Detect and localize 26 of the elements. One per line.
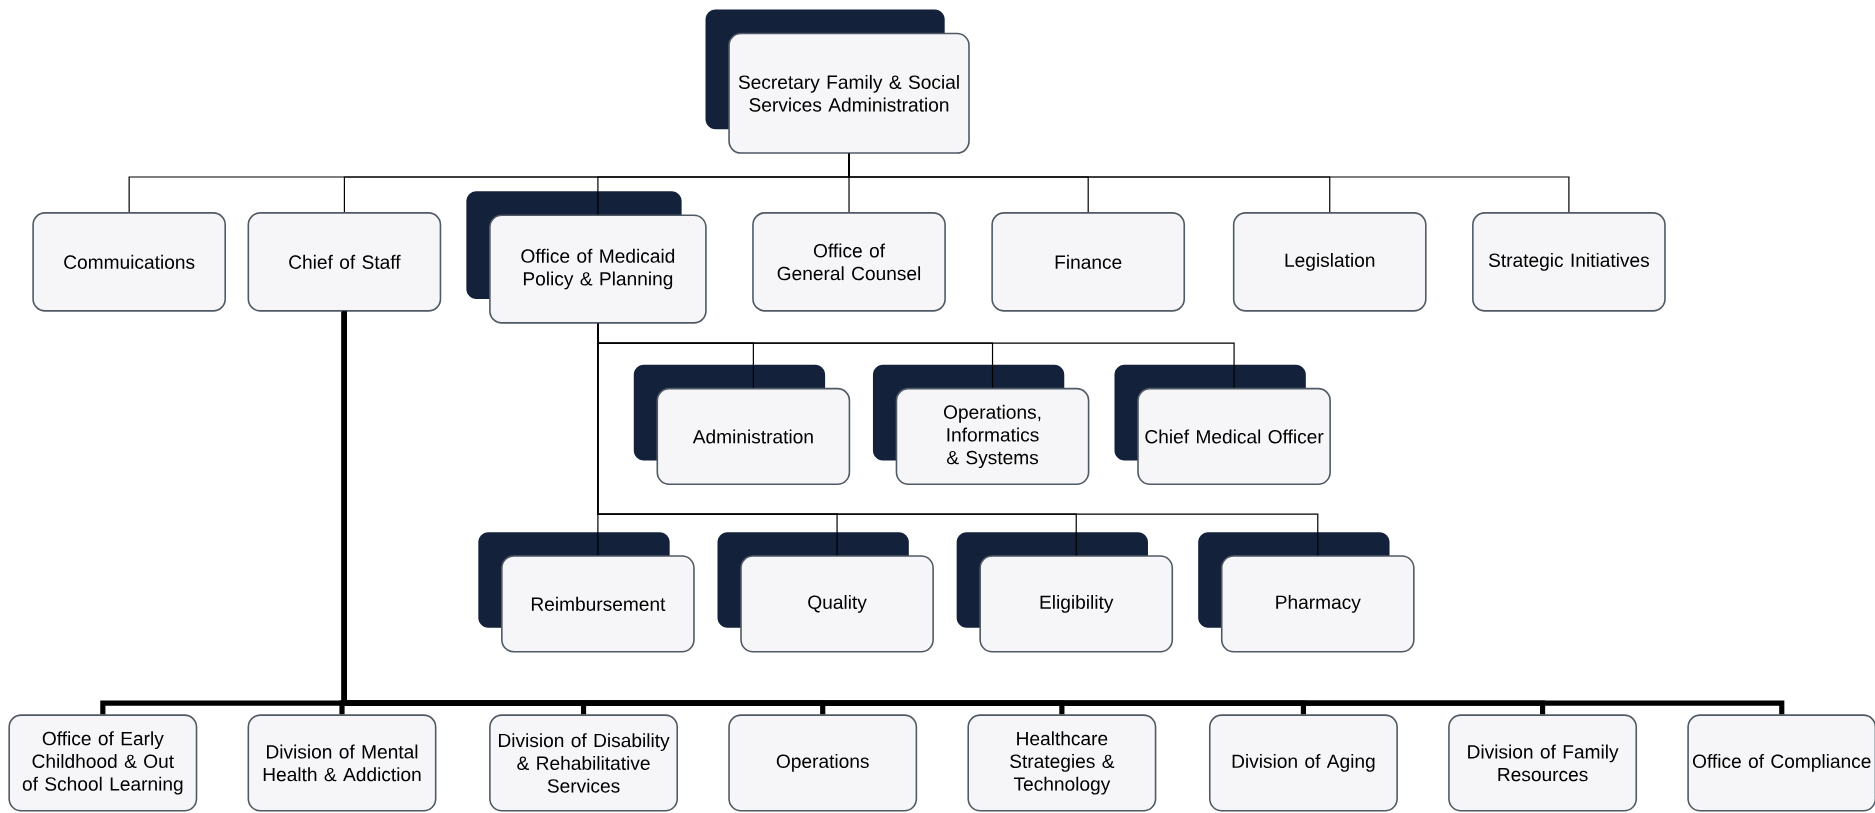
connector-line (597, 323, 1319, 556)
org-box: Office of Early Childhood & Out of School Learning (8, 714, 198, 812)
org-box: Chief Medical Officer (1114, 364, 1331, 486)
org-box: Reimbursement (478, 532, 695, 653)
connector-line (341, 311, 1785, 716)
org-box: Legislation (1232, 212, 1427, 312)
org-box: Strategic Initiatives (1472, 212, 1666, 312)
org-box: Quality (717, 532, 934, 653)
org-box: Division of Disability & Rehabilitative Services (489, 714, 679, 812)
org-box: Commuications (32, 212, 226, 312)
org-box: Secretary Family & Social Services Administration (705, 9, 970, 154)
org-box: Division of Aging (1208, 714, 1398, 812)
org-box: Division of Mental Health & Addiction (247, 714, 437, 812)
org-box: Pharmacy (1198, 532, 1415, 653)
org-box: Chief of Staff (247, 212, 442, 312)
org-box: Division of Family Resources (1448, 714, 1638, 812)
org-box: Operations (728, 714, 918, 812)
org-box: Administration (633, 364, 851, 486)
org-box: Finance (991, 212, 1186, 312)
org-box: Office of Medicaid Policy & Planning (466, 191, 707, 324)
org-box: Eligibility (956, 532, 1174, 653)
org-box: Office of Compliance (1687, 714, 1875, 812)
org-box: Office of General Counsel (752, 212, 946, 312)
org-box: Operations, Informatics & Systems (872, 364, 1090, 486)
org-box: Healthcare Strategies & Technology (967, 714, 1157, 812)
connector-line (848, 153, 1570, 213)
